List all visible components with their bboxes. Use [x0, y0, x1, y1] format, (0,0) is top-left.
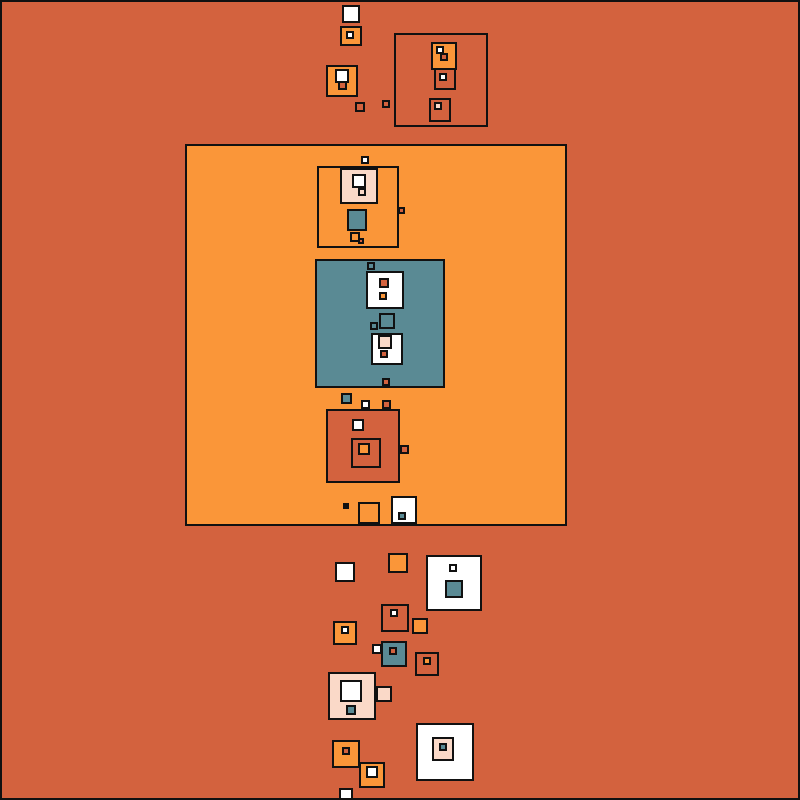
- square: [379, 292, 387, 300]
- square: [341, 393, 352, 404]
- square: [423, 657, 431, 665]
- square: [398, 207, 405, 214]
- square: [439, 73, 447, 81]
- square: [440, 53, 448, 61]
- square: [347, 209, 367, 231]
- square: [378, 335, 392, 349]
- square: [379, 313, 395, 329]
- square: [340, 680, 362, 702]
- square: [352, 174, 366, 188]
- square: [341, 626, 349, 634]
- square: [343, 503, 349, 509]
- square: [381, 604, 409, 632]
- square: [358, 502, 380, 524]
- square: [361, 400, 370, 409]
- square: [358, 238, 364, 244]
- square: [332, 740, 360, 768]
- square: [355, 102, 365, 112]
- square: [382, 400, 391, 409]
- square: [412, 618, 428, 634]
- square: [376, 686, 392, 702]
- square: [382, 100, 390, 108]
- square: [434, 102, 442, 110]
- square: [339, 788, 353, 798]
- square: [342, 747, 350, 755]
- square: [335, 562, 355, 582]
- square: [379, 278, 389, 288]
- square: [352, 419, 364, 431]
- square: [333, 621, 357, 645]
- square: [366, 766, 378, 778]
- square: [358, 443, 370, 455]
- square: [346, 705, 356, 715]
- square: [346, 31, 354, 39]
- square: [371, 333, 403, 365]
- square: [350, 232, 360, 242]
- square: [389, 647, 397, 655]
- square: [366, 271, 404, 309]
- square: [439, 743, 447, 751]
- square: [370, 322, 378, 330]
- square: [382, 378, 390, 386]
- square: [367, 262, 375, 270]
- square: [388, 553, 408, 573]
- square: [449, 564, 457, 572]
- square: [390, 609, 398, 617]
- square: [338, 81, 347, 90]
- square: [358, 188, 366, 196]
- square: [342, 5, 360, 23]
- square: [380, 350, 388, 358]
- square: [445, 580, 463, 598]
- square: [361, 156, 369, 164]
- square: [400, 445, 409, 454]
- square: [398, 512, 406, 520]
